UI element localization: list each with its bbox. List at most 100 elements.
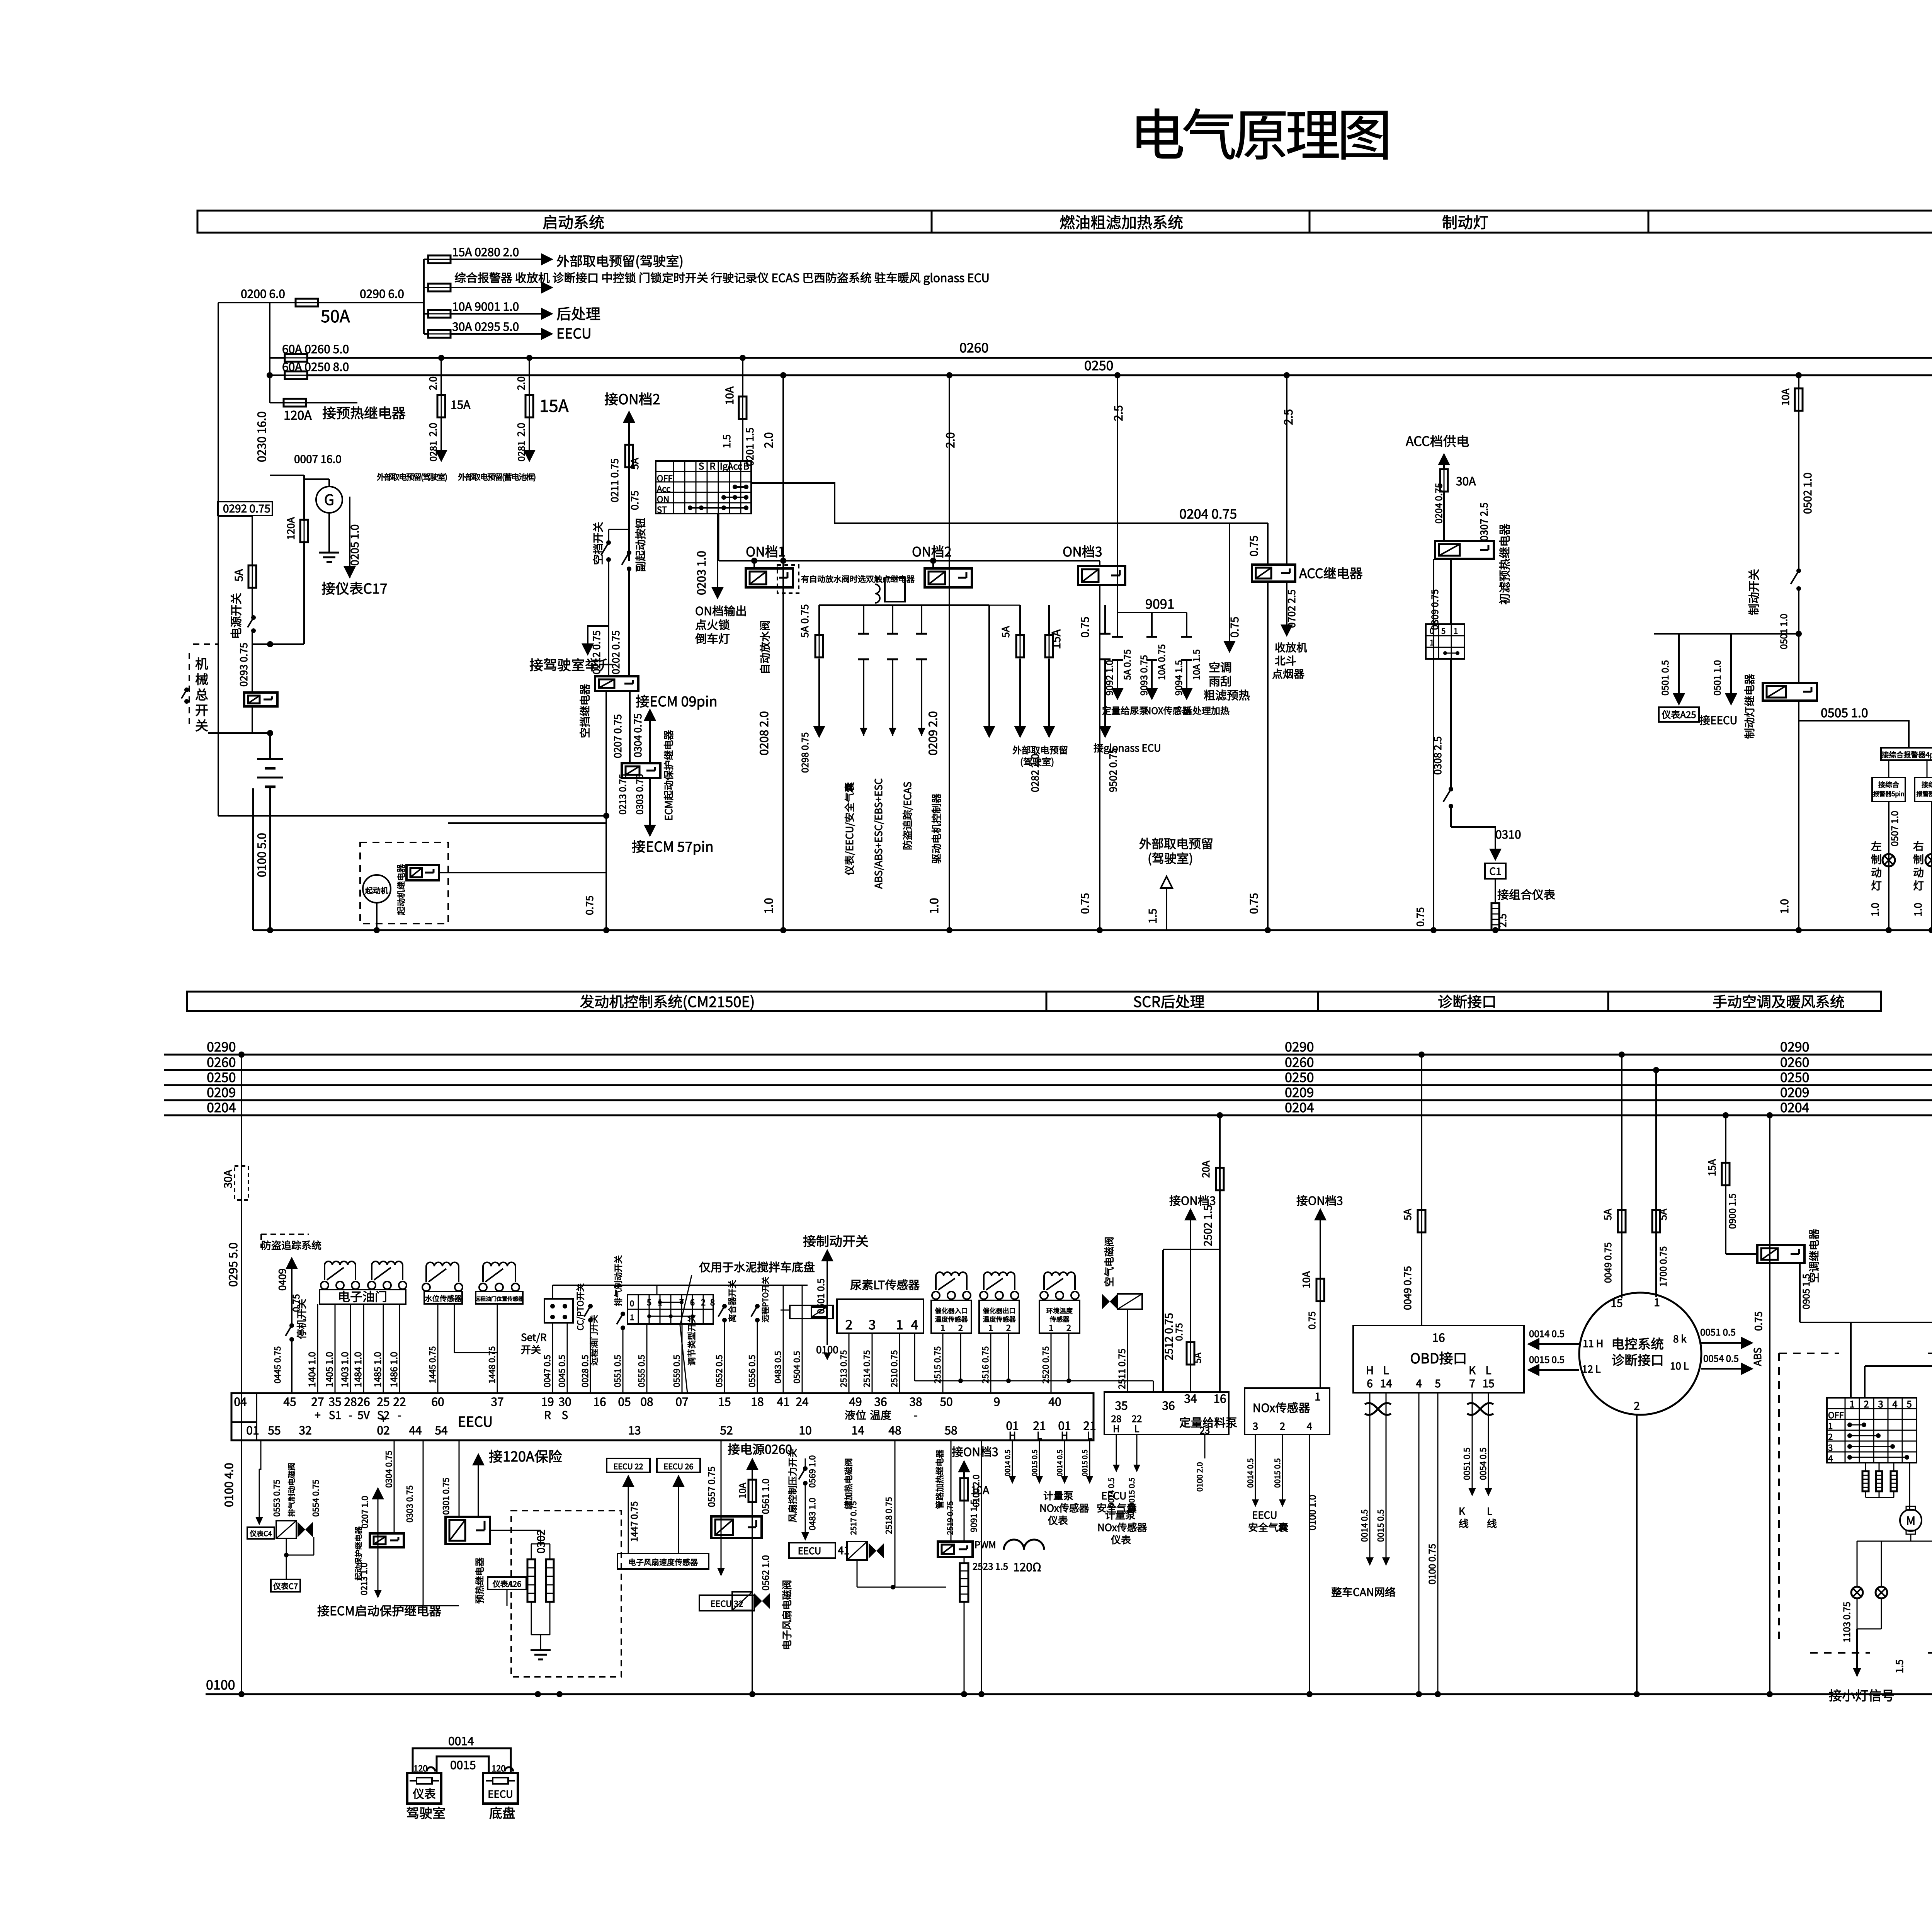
svg-text:10 L: 10 L — [1670, 1358, 1689, 1373]
svg-text:5: 5 — [1441, 625, 1446, 636]
svg-text:3: 3 — [1828, 1441, 1833, 1453]
svg-text:0015: 0015 — [450, 1756, 476, 1773]
svg-text:35: 35 — [1115, 1396, 1128, 1413]
svg-text:30A: 30A — [1456, 472, 1476, 489]
svg-text:8 k: 8 k — [1673, 1331, 1687, 1346]
svg-text:0502 1.0: 0502 1.0 — [1799, 473, 1815, 514]
svg-text:仪表C4: 仪表C4 — [250, 1528, 272, 1538]
svg-text:15: 15 — [1611, 1295, 1622, 1310]
svg-text:0014 0.5: 0014 0.5 — [1054, 1450, 1065, 1476]
svg-text:0014 0.5: 0014 0.5 — [1529, 1326, 1565, 1340]
svg-text:接ECM启动保护继电器: 接ECM启动保护继电器 — [317, 1601, 441, 1619]
svg-text:9092 1.0: 9092 1.0 — [1102, 660, 1116, 696]
svg-text:2518 0.75: 2518 0.75 — [882, 1497, 895, 1534]
svg-text:0.75: 0.75 — [1751, 1311, 1765, 1331]
svg-text:1700 0.75: 1700 0.75 — [1656, 1246, 1669, 1287]
svg-text:1: 1 — [896, 1314, 903, 1333]
svg-text:制动灯: 制动灯 — [1442, 210, 1488, 233]
svg-text:北斗: 北斗 — [1275, 653, 1296, 668]
svg-text:S1: S1 — [329, 1407, 341, 1423]
svg-text:仪表/EECU/安全气囊: 仪表/EECU/安全气囊 — [842, 782, 856, 875]
svg-text:02: 02 — [377, 1421, 389, 1438]
svg-text:仪表C7: 仪表C7 — [273, 1580, 298, 1591]
svg-text:Acc: Acc — [657, 482, 670, 495]
svg-text:10A: 10A — [721, 386, 737, 405]
svg-text:0557 0.75: 0557 0.75 — [704, 1467, 718, 1507]
svg-text:18: 18 — [751, 1392, 764, 1409]
svg-text:05: 05 — [618, 1392, 631, 1409]
svg-text:调节类型开关: 调节类型开关 — [685, 1315, 697, 1366]
svg-text:接驾驶室举升: 接驾驶室举升 — [529, 654, 613, 674]
svg-text:收放机: 收放机 — [1275, 640, 1307, 655]
svg-text:27: 27 — [311, 1392, 324, 1409]
svg-text:1.5: 1.5 — [1145, 909, 1160, 924]
svg-text:7: 7 — [1469, 1375, 1475, 1391]
svg-text:外部取电预留(驾驶室): 外部取电预留(驾驶室) — [377, 471, 447, 483]
svg-text:雨刮: 雨刮 — [1209, 672, 1232, 689]
svg-text:0209: 0209 — [1780, 1082, 1809, 1101]
svg-text:0204 0.75: 0204 0.75 — [1179, 504, 1237, 522]
svg-text:手动空调及暖风系统: 手动空调及暖风系统 — [1713, 990, 1845, 1011]
svg-text:34: 34 — [1184, 1389, 1197, 1406]
svg-text:2.0: 2.0 — [941, 432, 958, 448]
svg-text:ACC继电器: ACC继电器 — [1299, 563, 1363, 582]
svg-text:2520 0.75: 2520 0.75 — [1039, 1346, 1051, 1383]
svg-text:15A: 15A — [1047, 629, 1064, 649]
svg-text:0260: 0260 — [1285, 1052, 1314, 1071]
svg-text:8: 8 — [710, 1296, 715, 1308]
svg-text:2: 2 — [1634, 1398, 1640, 1413]
svg-text:2: 2 — [1006, 1321, 1011, 1334]
svg-text:接ON档3: 接ON档3 — [1169, 1191, 1216, 1208]
svg-text:25: 25 — [377, 1392, 389, 1409]
svg-text:32: 32 — [299, 1421, 311, 1438]
svg-text:0100 2.0: 0100 2.0 — [969, 1475, 982, 1507]
svg-text:0015 0.5: 0015 0.5 — [1271, 1458, 1282, 1488]
svg-text:0250: 0250 — [1285, 1067, 1314, 1086]
svg-text:2523 1.5: 2523 1.5 — [973, 1559, 1008, 1572]
svg-text:K: K — [1459, 1504, 1465, 1518]
svg-text:副起动按钮: 副起动按钮 — [633, 518, 648, 572]
svg-text:0.75: 0.75 — [1077, 617, 1092, 638]
svg-text:41: 41 — [777, 1392, 789, 1409]
svg-text:0203 1.0: 0203 1.0 — [692, 551, 709, 595]
svg-text:预热继电器: 预热继电器 — [472, 1557, 486, 1604]
svg-text:1.5: 1.5 — [719, 434, 733, 448]
svg-text:电子风扇速度传感器: 电子风扇速度传感器 — [628, 1556, 698, 1567]
svg-text:0100 5.0: 0100 5.0 — [252, 833, 269, 877]
svg-text:1: 1 — [940, 1321, 945, 1334]
svg-text:ECM起动保护继电器: ECM起动保护继电器 — [661, 730, 675, 821]
svg-text:0702 2.5: 0702 2.5 — [1284, 589, 1298, 628]
svg-text:55: 55 — [268, 1421, 281, 1438]
svg-text:燃油粗滤加热系统: 燃油粗滤加热系统 — [1060, 210, 1183, 233]
svg-text:0213 1.0: 0213 1.0 — [357, 1563, 370, 1595]
svg-text:NOX传感器: NOX传感器 — [1145, 703, 1191, 717]
svg-text:15A: 15A — [539, 392, 569, 417]
svg-text:S2: S2 — [377, 1407, 389, 1423]
svg-text:5A: 5A — [1190, 1353, 1204, 1363]
svg-text:0014 0.5: 0014 0.5 — [1002, 1450, 1012, 1476]
svg-text:0.75: 0.75 — [582, 895, 596, 915]
svg-text:0049 0.75: 0049 0.75 — [1400, 1266, 1414, 1310]
svg-text:0100 0.75: 0100 0.75 — [1425, 1544, 1438, 1584]
svg-text:0501 0.5: 0501 0.5 — [1658, 660, 1671, 696]
svg-text:后处理: 后处理 — [556, 302, 600, 323]
svg-text:1: 1 — [1828, 1419, 1833, 1432]
svg-text:Set/R: Set/R — [521, 1330, 546, 1344]
svg-text:10A 1.5: 10A 1.5 — [1189, 649, 1202, 680]
svg-text:0561 1.0: 0561 1.0 — [758, 1479, 772, 1514]
svg-text:0559 0.5: 0559 0.5 — [670, 1355, 682, 1387]
svg-text:0553 0.75: 0553 0.75 — [270, 1479, 282, 1517]
svg-text:1103 0.75: 1103 0.75 — [1839, 1602, 1853, 1642]
svg-text:ABS/ABS+ESC/EBS+ESC: ABS/ABS+ESC/EBS+ESC — [871, 778, 885, 889]
svg-text:0552 0.5: 0552 0.5 — [713, 1355, 725, 1387]
svg-text:0202 0.75: 0202 0.75 — [608, 630, 622, 674]
svg-text:0204: 0204 — [207, 1097, 236, 1116]
svg-text:120Ω: 120Ω — [1013, 1558, 1041, 1575]
svg-text:1.0: 1.0 — [1867, 903, 1882, 917]
svg-text:5: 5 — [1435, 1375, 1441, 1391]
svg-text:3: 3 — [1878, 1397, 1883, 1410]
svg-text:5A: 5A — [627, 458, 641, 470]
svg-text:0298 0.75: 0298 0.75 — [798, 732, 811, 773]
svg-text:0.75: 0.75 — [1226, 617, 1242, 638]
svg-text:2511 0.75: 2511 0.75 — [1114, 1349, 1128, 1389]
